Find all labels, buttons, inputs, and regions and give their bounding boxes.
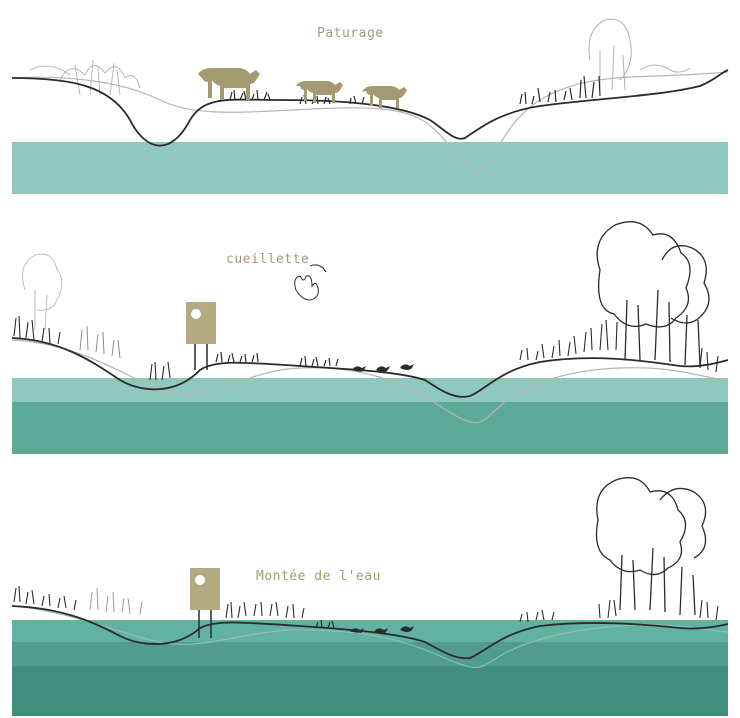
water-band [12,142,728,194]
section-drawing-montee-de-l-eau [0,470,740,718]
water-band-mid [12,642,728,666]
water-band-deep [12,666,728,716]
panel-cueillette: cueillette [0,210,740,460]
panel-caption: Montée de l'eau [256,569,381,584]
reed-icon [520,600,718,622]
panel-caption: cueillette [226,252,309,267]
panel-paturage: Paturage [0,0,740,200]
panel-caption: Paturage [317,26,384,41]
faint-reeds [80,326,120,358]
cattle-icon [198,68,260,100]
faint-reeds [90,588,142,614]
reed-icon [520,320,718,372]
water-band-deep [12,402,728,454]
water-band-light [12,378,728,402]
panel-montee-de-l-eau: Montée de l'eau [0,470,740,718]
faint-vegetation-left [23,254,62,330]
hand-icon [295,265,326,300]
tree-icon [597,478,706,615]
sign-icon [186,302,216,370]
section-drawing-cueillette [0,210,740,460]
reed-icon [14,316,170,380]
tree-icon [597,222,709,365]
